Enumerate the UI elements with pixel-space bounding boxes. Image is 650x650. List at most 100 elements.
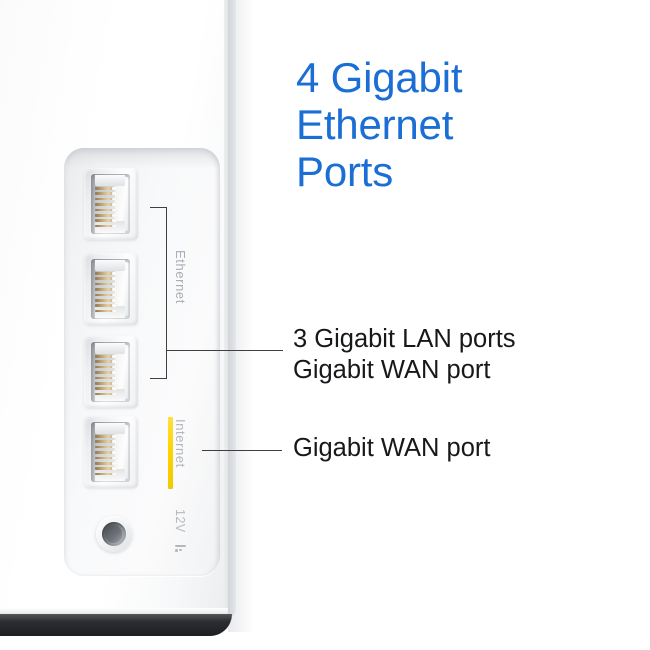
router-right-edge — [224, 0, 236, 620]
rj45-pin-tip — [112, 451, 117, 454]
rj45-pin-tip — [112, 462, 117, 465]
rj45-cavity — [91, 342, 130, 402]
silkscreen-label-12v: 12V — [173, 509, 187, 533]
rj45-pin-tip — [112, 208, 117, 212]
rj45-cavity — [91, 259, 130, 319]
wan-port-leader-line — [202, 450, 282, 451]
rj45-pin-tip — [112, 309, 117, 313]
rj45-pin-tip — [112, 392, 117, 396]
rj45-tab-top — [95, 343, 125, 354]
rj45-pin — [95, 365, 117, 369]
page-title: 4 Gigabit Ethernet Ports — [296, 54, 626, 195]
rj45-pin-tip — [112, 192, 117, 195]
rj45-tab-top — [95, 423, 125, 434]
rj45-pin-array — [95, 435, 117, 479]
rj45-pin-tip — [112, 371, 117, 374]
ethernet-port-2[interactable] — [84, 253, 138, 325]
rj45-pin-array — [95, 272, 117, 316]
rj45-pin — [95, 192, 117, 195]
ethernet-port-1[interactable] — [84, 168, 138, 240]
router-base-highlight — [0, 608, 228, 617]
rj45-pin-tip — [112, 304, 117, 307]
rj45-pin — [95, 435, 117, 438]
rj45-pin-tip — [112, 203, 117, 206]
rj45-pin — [95, 440, 117, 443]
silkscreen-label-internet: Internet — [173, 419, 188, 468]
rj45-pin-tip — [112, 387, 117, 390]
rj45-pin-array — [95, 187, 117, 231]
rj45-pin — [95, 219, 117, 222]
headline-line-2: Ethernet — [296, 101, 454, 148]
rj45-pin — [95, 462, 117, 465]
callout-lan-ports: 3 Gigabit LAN ports Gigabit WAN port — [293, 324, 516, 386]
rj45-pin — [95, 203, 117, 206]
rj45-keyway — [115, 345, 128, 399]
rj45-pin-tip — [112, 467, 117, 470]
rj45-pin-tip — [112, 299, 117, 302]
rj45-pin — [95, 392, 117, 396]
rj45-pin-tip — [112, 272, 117, 275]
rj45-pin — [95, 382, 117, 385]
rj45-pin — [95, 309, 117, 313]
dc-power-jack-bore — [105, 525, 122, 543]
rj45-pin — [95, 187, 117, 190]
rj45-pin — [95, 299, 117, 302]
rj45-pin — [95, 293, 117, 297]
rj45-pin — [95, 214, 117, 217]
lan-ports-bracket — [150, 207, 167, 379]
silkscreen-label-ethernet: Ethernet — [173, 250, 188, 304]
callout-lan-ports-line-2: Gigabit WAN port — [293, 356, 491, 384]
rj45-pin — [95, 387, 117, 390]
rj45-cavity — [91, 422, 130, 482]
rj45-pin — [95, 208, 117, 212]
rj45-pin — [95, 304, 117, 307]
rj45-pin — [95, 272, 117, 275]
rj45-pin-tip — [112, 472, 117, 476]
headline-line-1: 4 Gigabit — [296, 54, 463, 101]
rj45-pin-tip — [112, 435, 117, 438]
dc-power-symbol-icon — [175, 545, 186, 555]
rj45-pin-tip — [112, 456, 117, 460]
rj45-pin-tip — [112, 277, 117, 280]
callout-lan-ports-line-1: 3 Gigabit LAN ports — [293, 325, 516, 353]
rj45-pin-tip — [112, 187, 117, 190]
rj45-pin — [95, 288, 117, 291]
rj45-pin — [95, 277, 117, 280]
rj45-keyway — [115, 262, 128, 316]
rj45-pin-tip — [112, 197, 117, 201]
rj45-pin-tip — [112, 219, 117, 222]
internet-indicator-bar — [168, 417, 173, 489]
rj45-pin-tip — [112, 224, 117, 228]
rj45-pin-tip — [112, 360, 117, 363]
router-base — [0, 614, 232, 636]
rj45-keyway — [115, 177, 128, 231]
rj45-cavity — [91, 174, 130, 234]
rj45-pin — [95, 371, 117, 374]
callout-wan-port: Gigabit WAN port — [293, 433, 490, 464]
rj45-pin-tip — [112, 293, 117, 297]
ethernet-port-3[interactable] — [84, 336, 138, 408]
rj45-pin — [95, 282, 117, 286]
rj45-pin-tip — [112, 355, 117, 358]
rj45-pin-tip — [112, 445, 117, 449]
rj45-tab-top — [95, 175, 125, 186]
internet-wan-port[interactable] — [84, 416, 138, 488]
rj45-pin-tip — [112, 365, 117, 369]
rj45-pin — [95, 224, 117, 228]
callout-wan-port-line-1: Gigabit WAN port — [293, 434, 491, 462]
rj45-pin-tip — [112, 214, 117, 217]
rj45-pin-tip — [112, 282, 117, 286]
rj45-tab-top — [95, 260, 125, 271]
rj45-pin — [95, 197, 117, 201]
headline-line-3: Ports — [296, 148, 394, 195]
rj45-pin-tip — [112, 382, 117, 385]
rj45-keyway — [115, 425, 128, 479]
rj45-pin — [95, 445, 117, 449]
rj45-pin — [95, 467, 117, 470]
rj45-pin-tip — [112, 288, 117, 291]
rj45-pin-array — [95, 355, 117, 399]
rj45-pin — [95, 472, 117, 476]
rj45-pin — [95, 456, 117, 460]
rj45-pin-tip — [112, 440, 117, 443]
rj45-pin — [95, 376, 117, 380]
